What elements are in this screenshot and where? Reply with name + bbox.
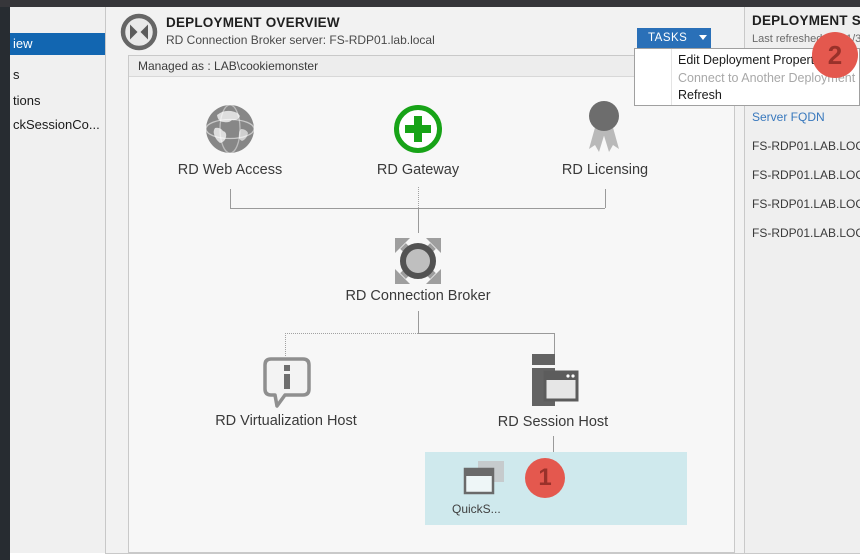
connection-broker-icon[interactable] bbox=[389, 232, 447, 290]
session-host-server-icon[interactable] bbox=[524, 354, 580, 408]
node-label-web-access: RD Web Access bbox=[120, 162, 340, 178]
connector-split-right bbox=[418, 333, 554, 334]
node-label-virtualization-host: RD Virtualization Host bbox=[176, 413, 396, 429]
menu-item-refresh[interactable]: Refresh bbox=[678, 88, 722, 102]
menu-item-edit-deployment-properties[interactable]: Edit Deployment Properties bbox=[678, 53, 830, 67]
annotation-badge-2: 2 bbox=[812, 32, 858, 78]
connector-session-host bbox=[554, 333, 555, 356]
managed-as-bar: Managed as : LAB\cookiemonster bbox=[129, 56, 634, 77]
connector-virtualization-dotted bbox=[285, 333, 286, 356]
page-title: DEPLOYMENT OVERVIEW bbox=[166, 15, 340, 30]
virtualization-info-bubble-icon[interactable] bbox=[259, 355, 313, 411]
sidebar-item-servers[interactable]: s bbox=[10, 64, 108, 85]
licensing-ribbon-icon[interactable] bbox=[580, 98, 628, 156]
tasks-button[interactable]: TASKS bbox=[637, 28, 711, 48]
deployment-servers-title: DEPLOYMENT SERVERS bbox=[752, 13, 860, 28]
collection-windows-icon[interactable] bbox=[462, 461, 508, 499]
rds-deployment-icon bbox=[119, 12, 159, 52]
tasks-button-label: TASKS bbox=[648, 32, 687, 44]
annotation-badge-1: 1 bbox=[525, 458, 565, 498]
sidebar-item-quicksessioncollection[interactable]: ckSessionCo... bbox=[10, 114, 108, 135]
menu-gutter-divider bbox=[671, 49, 672, 105]
connector-to-broker bbox=[418, 208, 419, 233]
broker-server-subtitle: RD Connection Broker server: FS-RDP01.la… bbox=[166, 33, 435, 47]
server-fqdn-row[interactable]: FS-RDP01.LAB.LOCAL bbox=[752, 226, 860, 240]
sidebar-item-overview[interactable]: iew bbox=[10, 33, 108, 55]
server-fqdn-row[interactable]: FS-RDP01.LAB.LOCAL bbox=[752, 168, 860, 182]
connector-collection bbox=[553, 436, 554, 452]
window-bottom-strip bbox=[10, 554, 860, 560]
node-label-broker: RD Connection Broker bbox=[308, 288, 528, 304]
sidebar: iew s tions ckSessionCo... bbox=[10, 7, 105, 553]
node-label-session-host: RD Session Host bbox=[443, 414, 663, 430]
server-fqdn-row[interactable]: FS-RDP01.LAB.LOCAL bbox=[752, 139, 860, 153]
node-label-licensing: RD Licensing bbox=[495, 162, 715, 178]
globe-icon[interactable] bbox=[203, 102, 257, 156]
sidebar-item-collections[interactable]: tions bbox=[10, 90, 108, 111]
connector-from-broker bbox=[418, 311, 419, 333]
gateway-plus-icon[interactable] bbox=[391, 102, 445, 156]
connector-gateway-dotted bbox=[418, 187, 419, 208]
caret-down-icon bbox=[699, 35, 707, 40]
window-top-bar bbox=[0, 0, 860, 7]
server-fqdn-row[interactable]: FS-RDP01.LAB.LOCAL bbox=[752, 197, 860, 211]
connector-split-left-dotted bbox=[285, 333, 418, 334]
connector-licensing bbox=[605, 189, 606, 208]
left-dark-strip bbox=[0, 7, 10, 560]
connector-web-access bbox=[230, 189, 231, 208]
collection-label[interactable]: QuickS... bbox=[452, 502, 501, 516]
column-header-server-fqdn[interactable]: Server FQDN bbox=[752, 110, 825, 124]
